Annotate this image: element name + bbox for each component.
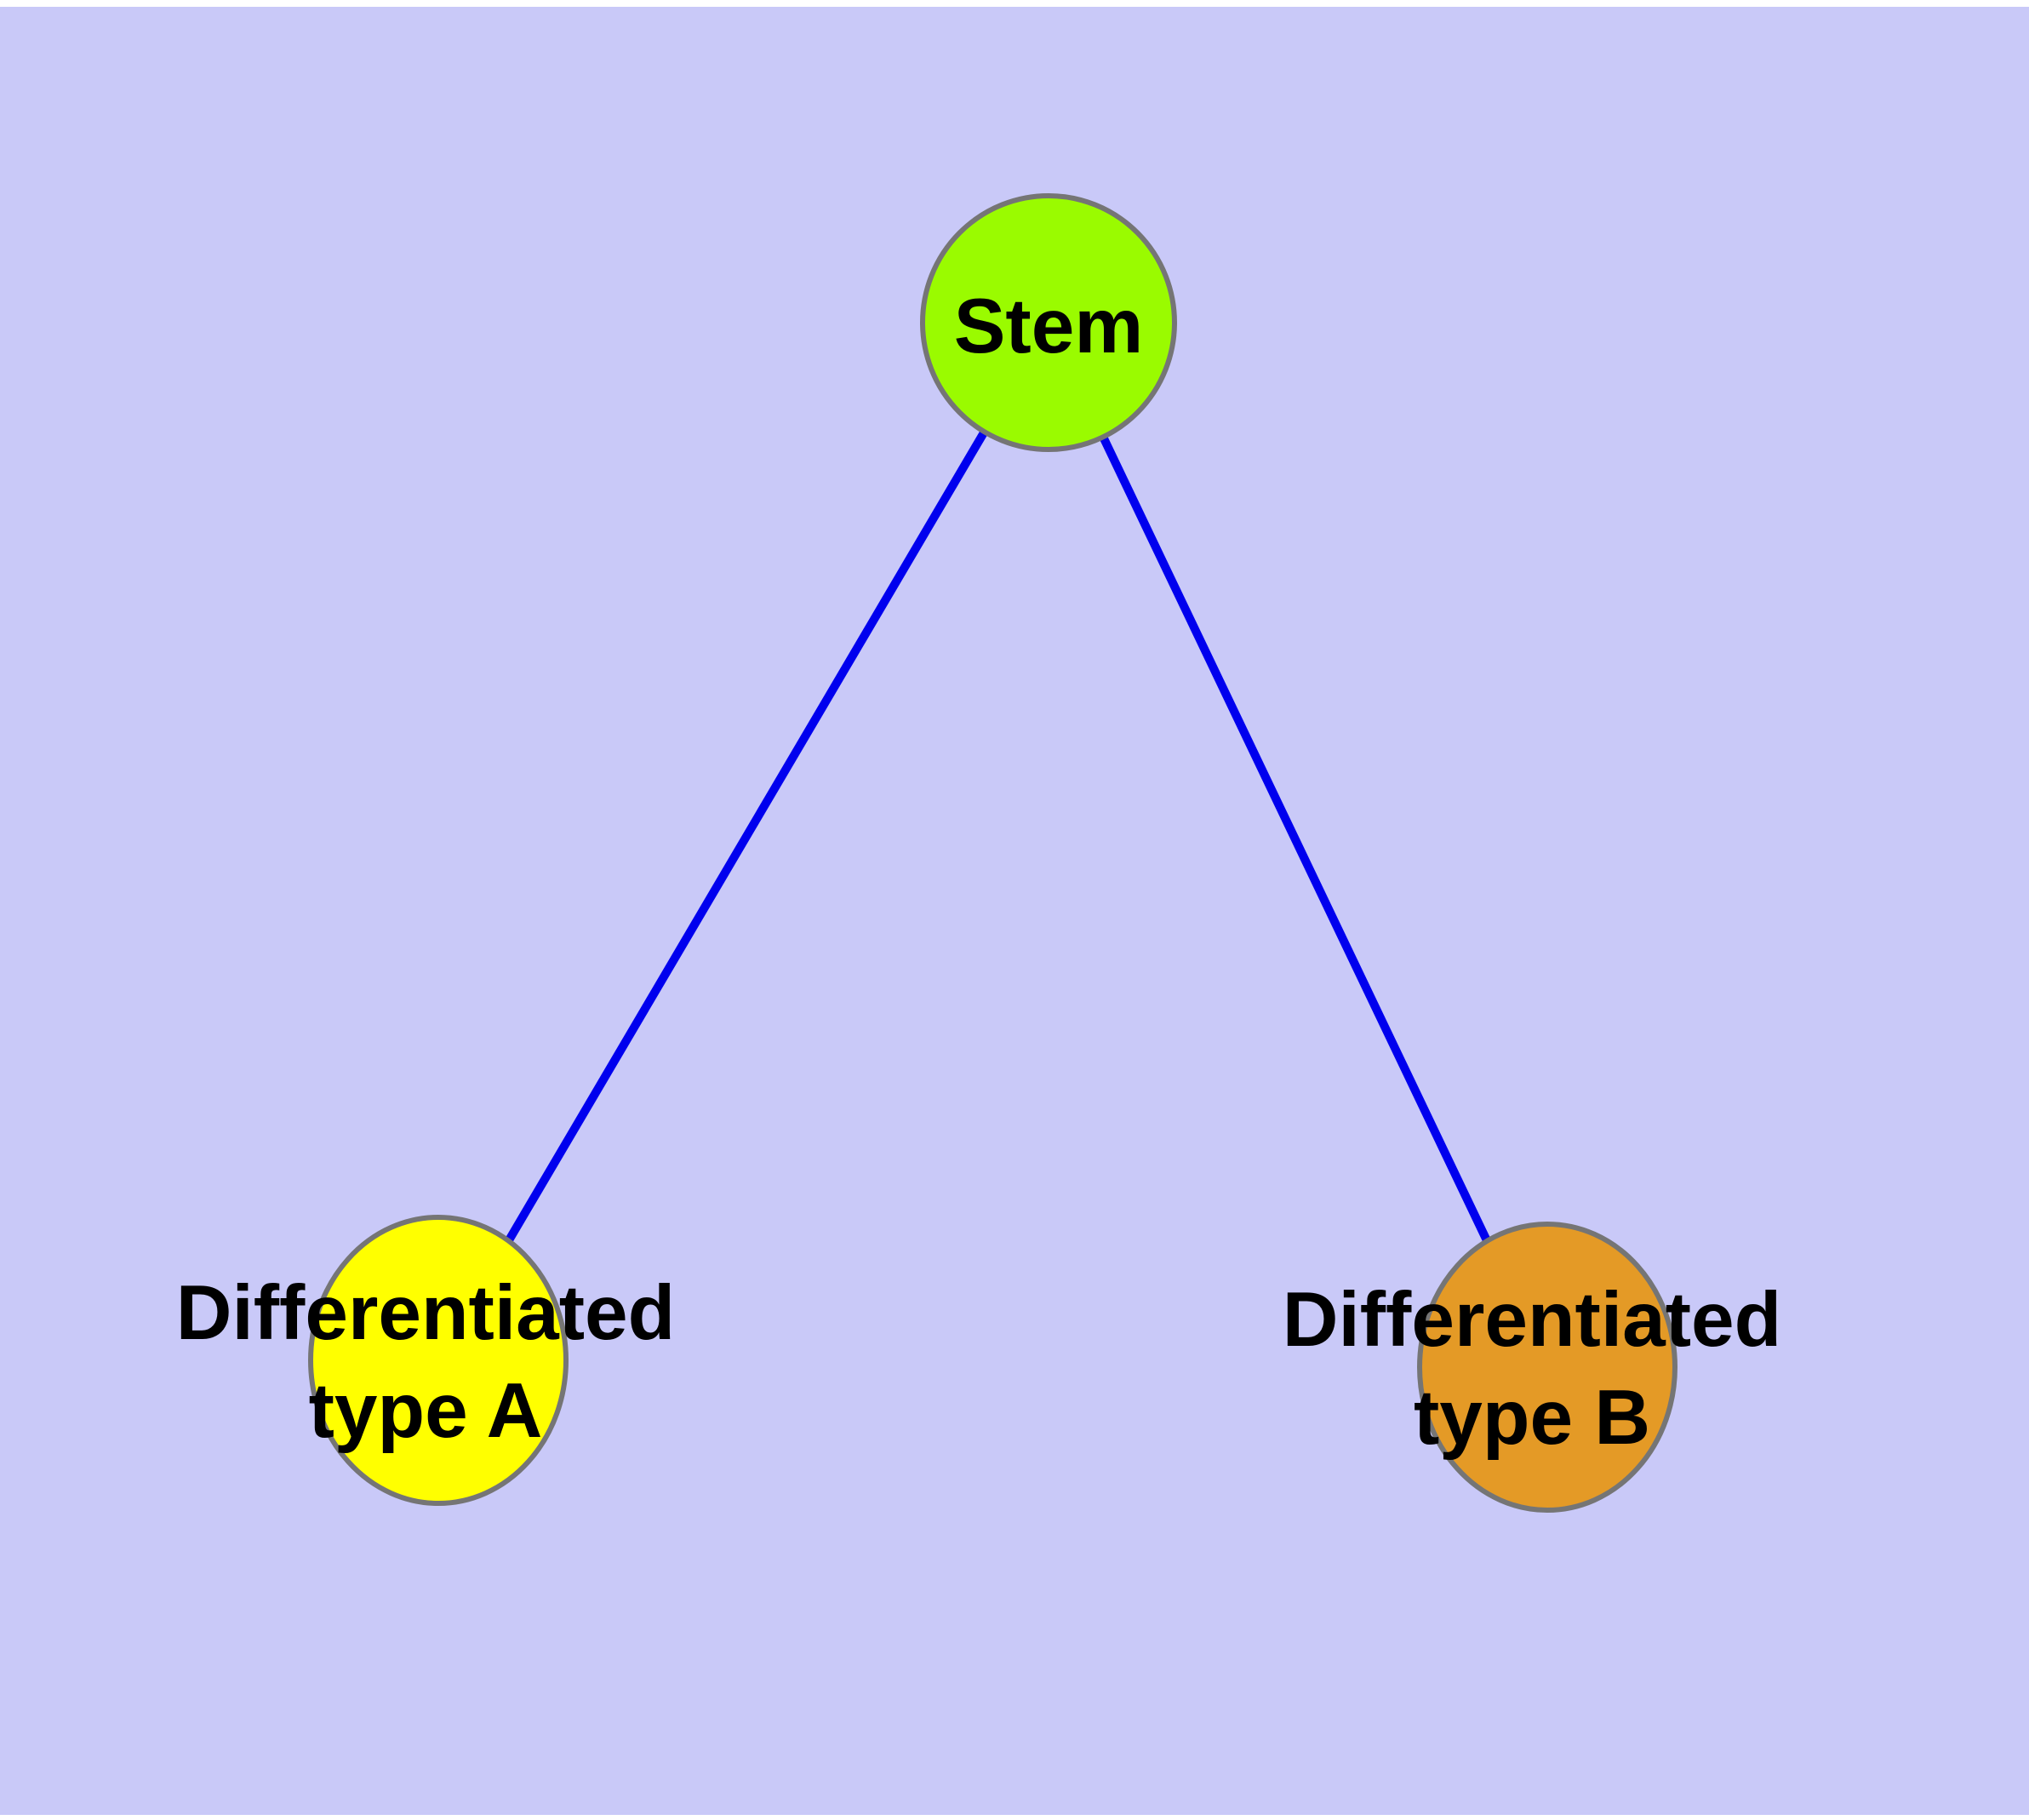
node-differentiated-type-b [1417,1222,1677,1513]
edge-stem-to-b [1044,320,1552,1370]
node-stem-label: Stem [954,283,1144,369]
edge-stem-to-a [434,320,1053,1363]
node-differentiated-type-a [308,1215,569,1506]
node-stem [920,193,1177,452]
